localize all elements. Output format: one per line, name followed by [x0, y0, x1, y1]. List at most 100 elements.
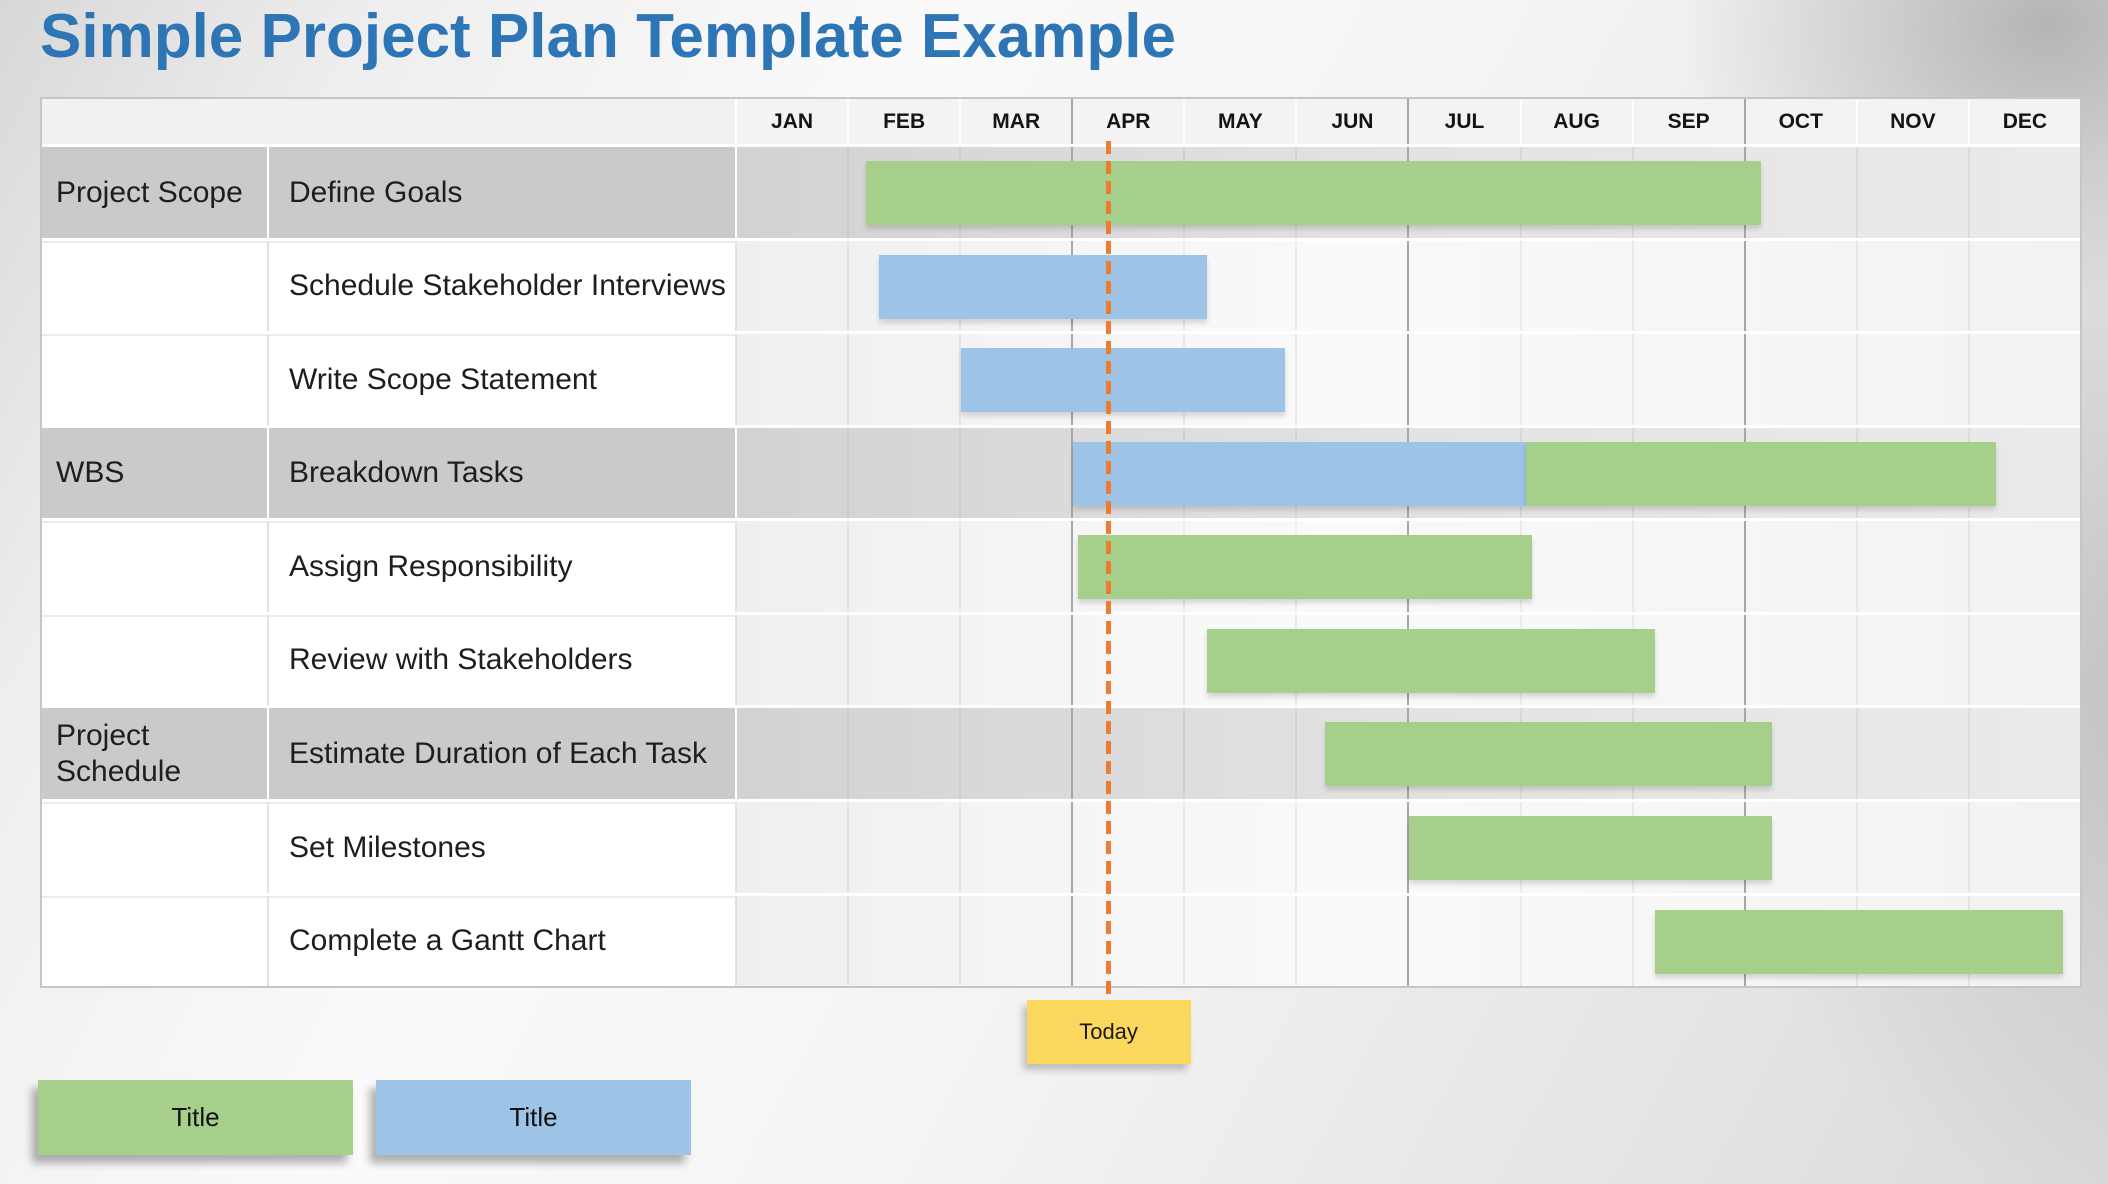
- task-bar-green: [1078, 535, 1532, 600]
- month-cell-jan: [737, 896, 847, 987]
- month-header-jul: JUL: [1407, 99, 1520, 144]
- month-cell-may: [1183, 708, 1295, 799]
- task-cell: Define Goals: [269, 147, 737, 238]
- month-cell-mar: [959, 801, 1071, 893]
- month-cell-jan: [737, 428, 847, 519]
- month-cell-jan: [737, 708, 847, 799]
- month-cell-nov: [1855, 708, 1968, 799]
- month-header-mar: MAR: [959, 99, 1072, 144]
- page-title: Simple Project Plan Template Example: [40, 2, 1176, 71]
- month-cell-aug: [1519, 521, 1632, 612]
- phase-cell: WBS: [42, 427, 269, 519]
- row-timeline: [737, 521, 2080, 612]
- month-cell-jan: [737, 334, 847, 425]
- header-spacer-cell: [42, 99, 737, 144]
- month-cell-jan: [737, 615, 847, 706]
- month-cell-apr: [1071, 521, 1183, 612]
- legend-label-green: Title: [171, 1102, 220, 1132]
- task-bar-green: [1207, 628, 1655, 693]
- month-cell-aug: [1519, 334, 1632, 425]
- phase-cell: [42, 895, 269, 987]
- month-cell-aug: [1519, 240, 1632, 332]
- month-cell-feb: [847, 614, 959, 706]
- task-cell: Breakdown Tasks: [269, 427, 737, 519]
- task-bar-green: [1408, 815, 1773, 880]
- month-cell-mar: [959, 708, 1071, 799]
- month-cell-dec: [1967, 147, 2080, 238]
- task-cell: Schedule Stakeholder Interviews: [269, 240, 737, 332]
- month-cell-dec: [1967, 708, 2080, 799]
- month-cell-oct: [1743, 334, 1856, 425]
- row-timeline: [737, 895, 2080, 987]
- month-cell-jul: [1407, 334, 1519, 425]
- month-cell-feb: [847, 334, 959, 425]
- gantt-row: Write Scope Statement: [42, 331, 2080, 425]
- month-cell-sep: [1631, 895, 1744, 987]
- month-header-jan: JAN: [737, 99, 848, 144]
- month-header-aug: AUG: [1519, 99, 1632, 144]
- legend-box-green: Title: [38, 1080, 353, 1155]
- legend-label-blue: Title: [509, 1102, 558, 1132]
- task-cell: Estimate Duration of Each Task: [269, 708, 737, 799]
- gantt-row: Schedule Stakeholder Interviews: [42, 237, 2080, 332]
- task-cell: Review with Stakeholders: [269, 614, 737, 706]
- gantt-row: Assign Responsibility: [42, 518, 2080, 612]
- task-bar-blue: [879, 254, 1208, 319]
- gantt-row: Review with Stakeholders: [42, 611, 2080, 706]
- phase-cell: Project Schedule: [42, 708, 269, 799]
- gantt-row: Complete a Gantt Chart: [42, 892, 2080, 987]
- month-cell-jan: [737, 147, 847, 238]
- month-cell-nov: [1855, 521, 1968, 612]
- month-cell-mar: [959, 334, 1071, 425]
- month-cell-feb: [847, 895, 959, 987]
- task-bar-green: [1654, 909, 2064, 974]
- today-line: [1106, 141, 1112, 1000]
- task-bar-blue: [1072, 441, 1526, 506]
- month-cell-jun: [1295, 895, 1407, 987]
- month-cell-dec: [1967, 334, 2080, 425]
- phase-cell: [42, 614, 269, 706]
- month-cell-jun: [1295, 240, 1407, 332]
- month-cell-feb: [847, 240, 959, 332]
- month-header-sep: SEP: [1631, 99, 1744, 144]
- month-cell-mar: [959, 521, 1071, 612]
- month-cell-apr: [1071, 801, 1183, 893]
- month-cell-nov: [1855, 240, 1968, 332]
- month-header-oct: OCT: [1743, 99, 1856, 144]
- month-cell-dec: [1967, 521, 2080, 612]
- month-cell-nov: [1855, 801, 1968, 893]
- phase-cell: [42, 521, 269, 612]
- month-cell-dec: [1967, 801, 2080, 893]
- month-header-feb: FEB: [847, 99, 960, 144]
- month-cell-jan: [737, 241, 847, 332]
- task-bar-green: [1526, 441, 1997, 506]
- task-bar-green: [1324, 722, 1773, 787]
- month-cell-sep: [1631, 240, 1744, 332]
- month-cell-dec: [1967, 614, 2080, 706]
- month-cell-feb: [847, 147, 959, 238]
- month-cell-apr: [1071, 614, 1183, 706]
- month-cell-may: [1183, 614, 1295, 706]
- phase-cell: Project Scope: [42, 147, 269, 238]
- month-cell-mar: [959, 614, 1071, 706]
- month-cell-mar: [959, 895, 1071, 987]
- month-header-dec: DEC: [1967, 99, 2080, 144]
- month-cell-apr: [1071, 708, 1183, 799]
- month-cell-jan: [737, 802, 847, 893]
- gantt-row: Set Milestones: [42, 798, 2080, 893]
- row-timeline: [737, 427, 2080, 519]
- month-cell-jul: [1407, 895, 1519, 987]
- month-cell-oct: [1743, 240, 1856, 332]
- task-cell: Assign Responsibility: [269, 521, 737, 612]
- month-cell-oct: [1743, 614, 1856, 706]
- today-label-box: Today: [1026, 1000, 1191, 1064]
- row-timeline: [737, 147, 2080, 238]
- month-cell-mar: [959, 427, 1071, 519]
- month-header-apr: APR: [1071, 99, 1184, 144]
- month-cell-nov: [1855, 147, 1968, 238]
